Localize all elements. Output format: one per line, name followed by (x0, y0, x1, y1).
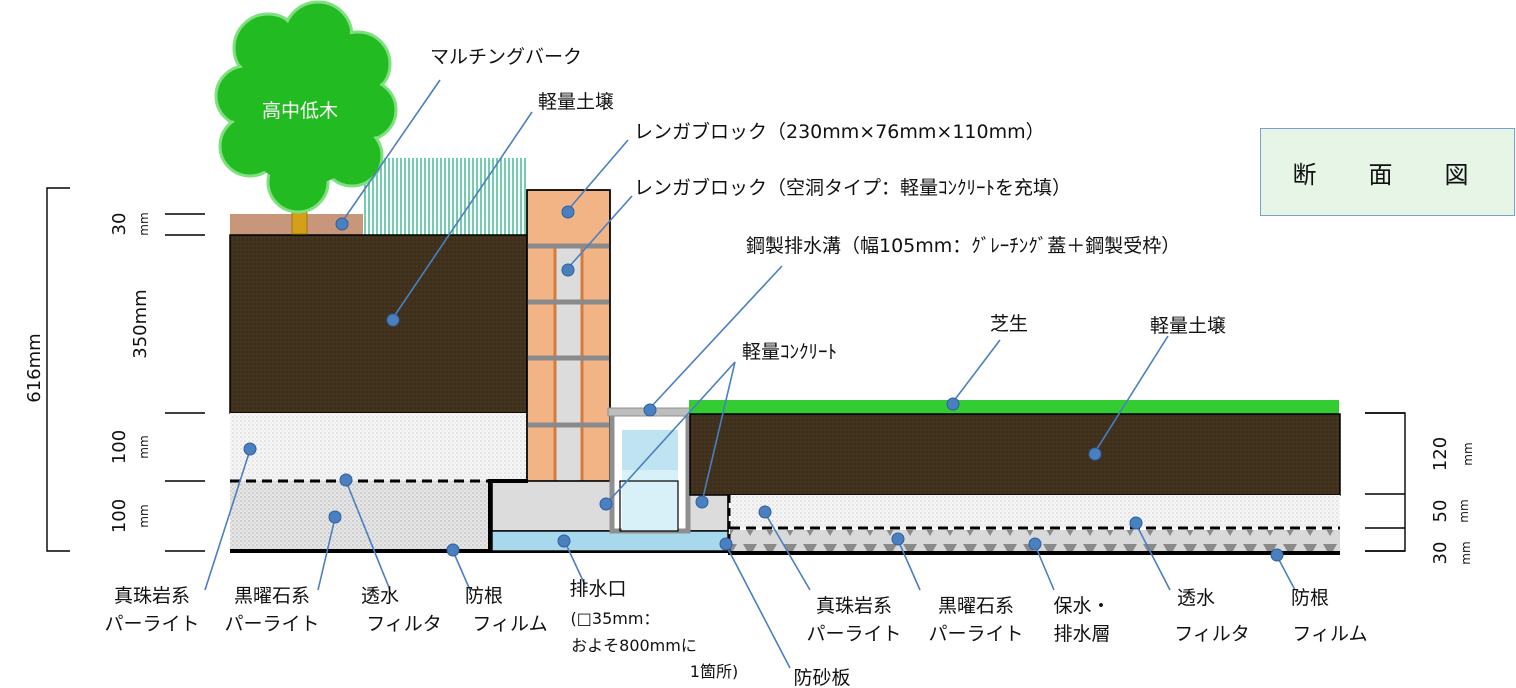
section-title: 断 面 図 (1260, 128, 1515, 216)
lawn-layer (689, 400, 1339, 414)
label-mulching-bark: マルチングバーク (430, 46, 582, 68)
label-light-concrete: 軽量ｺﾝｸﾘｰﾄ (742, 341, 837, 363)
shrub-grass (363, 158, 527, 235)
label-pearl-perlite-left-1: 真珠岩系 (114, 585, 190, 607)
dim-350: 350mm (130, 289, 151, 358)
label-filter-right-1: 透水 (1177, 587, 1215, 609)
label-pearl-perlite-right-1: 真珠岩系 (816, 595, 892, 617)
dim-120-num: 120 (1430, 437, 1451, 471)
right-bed (689, 400, 1341, 555)
label-obsidian-perlite-right-1: 黒曜石系 (938, 595, 1014, 617)
label-outlet-note-2: およそ800mmに (571, 636, 697, 655)
label-brick-block: レンガブロック（230mm×76mm×110mm） (634, 120, 1045, 143)
dim-30-unit: mm (137, 212, 151, 235)
dim-30r-num: 30 (1430, 542, 1451, 565)
callouts (204, 79, 1296, 669)
label-filter-left-2: フィルタ (366, 613, 442, 635)
label-obsidian-perlite-right-2: パーライト (928, 623, 1023, 645)
label-root-film-left-2: フィルム (472, 613, 547, 635)
dim-100b-unit: mm (137, 504, 151, 527)
label-filter-right-2: フィルタ (1174, 623, 1250, 645)
label-sand-guard: 防砂板 (793, 667, 850, 688)
label-lawn: 芝生 (990, 313, 1028, 335)
label-root-film-right-2: フィルム (1292, 623, 1367, 645)
tree: 高中低木 (214, 0, 398, 235)
label-root-film-left-1: 防根 (465, 585, 503, 607)
dim-30-num: 30 (109, 213, 130, 236)
label-outlet-note-1: (□35mm： (571, 609, 660, 628)
drain-assembly (488, 407, 729, 552)
label-filter-left-1: 透水 (361, 585, 399, 607)
label-root-film-right-1: 防根 (1291, 587, 1329, 609)
label-light-soil-top: 軽量土壌 (538, 91, 614, 113)
dim-50-num: 50 (1430, 500, 1451, 523)
label-outlet: 排水口 (569, 578, 626, 600)
label-water-layer-1: 保水・ (1053, 595, 1110, 617)
dim-120-unit: mm (1461, 442, 1475, 465)
label-pearl-perlite-left-2: パーライト (104, 613, 199, 635)
dim-30r-unit: mm (1459, 541, 1473, 564)
pearl-perlite-right (730, 495, 1340, 528)
label-drain-channel: 鋼製排水溝（幅105mm：ｸﾞﾚｰﾁﾝｸﾞ蓋＋鋼製受枠） (746, 235, 1180, 257)
dim-100b-num: 100 (109, 499, 130, 533)
label-pearl-perlite-right-2: パーライト (806, 623, 901, 645)
pearl-perlite-left (230, 413, 528, 481)
right-dimensions: 120 mm 50 mm 30 mm (1365, 412, 1475, 565)
dim-100a-num: 100 (109, 430, 130, 464)
dim-50-unit: mm (1457, 499, 1471, 522)
left-dimensions: 616mm 30 mm 350mm 100 mm 100 mm (24, 187, 205, 552)
light-soil-right (689, 413, 1341, 496)
dim-100a-unit: mm (137, 435, 151, 458)
brick-wall (526, 189, 611, 483)
tree-label: 高中低木 (262, 100, 338, 122)
label-outlet-note-3: 1箇所) (690, 662, 738, 681)
label-brick-hollow: レンガブロック（空洞タイプ：軽量ｺﾝｸﾘｰﾄを充填） (634, 176, 1071, 199)
obsidian-perlite-left (230, 481, 488, 551)
light-soil-left (229, 234, 529, 414)
label-obsidian-perlite-left-1: 黒曜石系 (234, 585, 310, 607)
label-light-soil-right: 軽量土壌 (1150, 315, 1226, 337)
left-bed (229, 158, 740, 553)
label-water-layer-2: 排水層 (1053, 623, 1110, 645)
label-obsidian-perlite-left-2: パーライト (224, 613, 319, 635)
dim-total: 616mm (24, 333, 45, 402)
